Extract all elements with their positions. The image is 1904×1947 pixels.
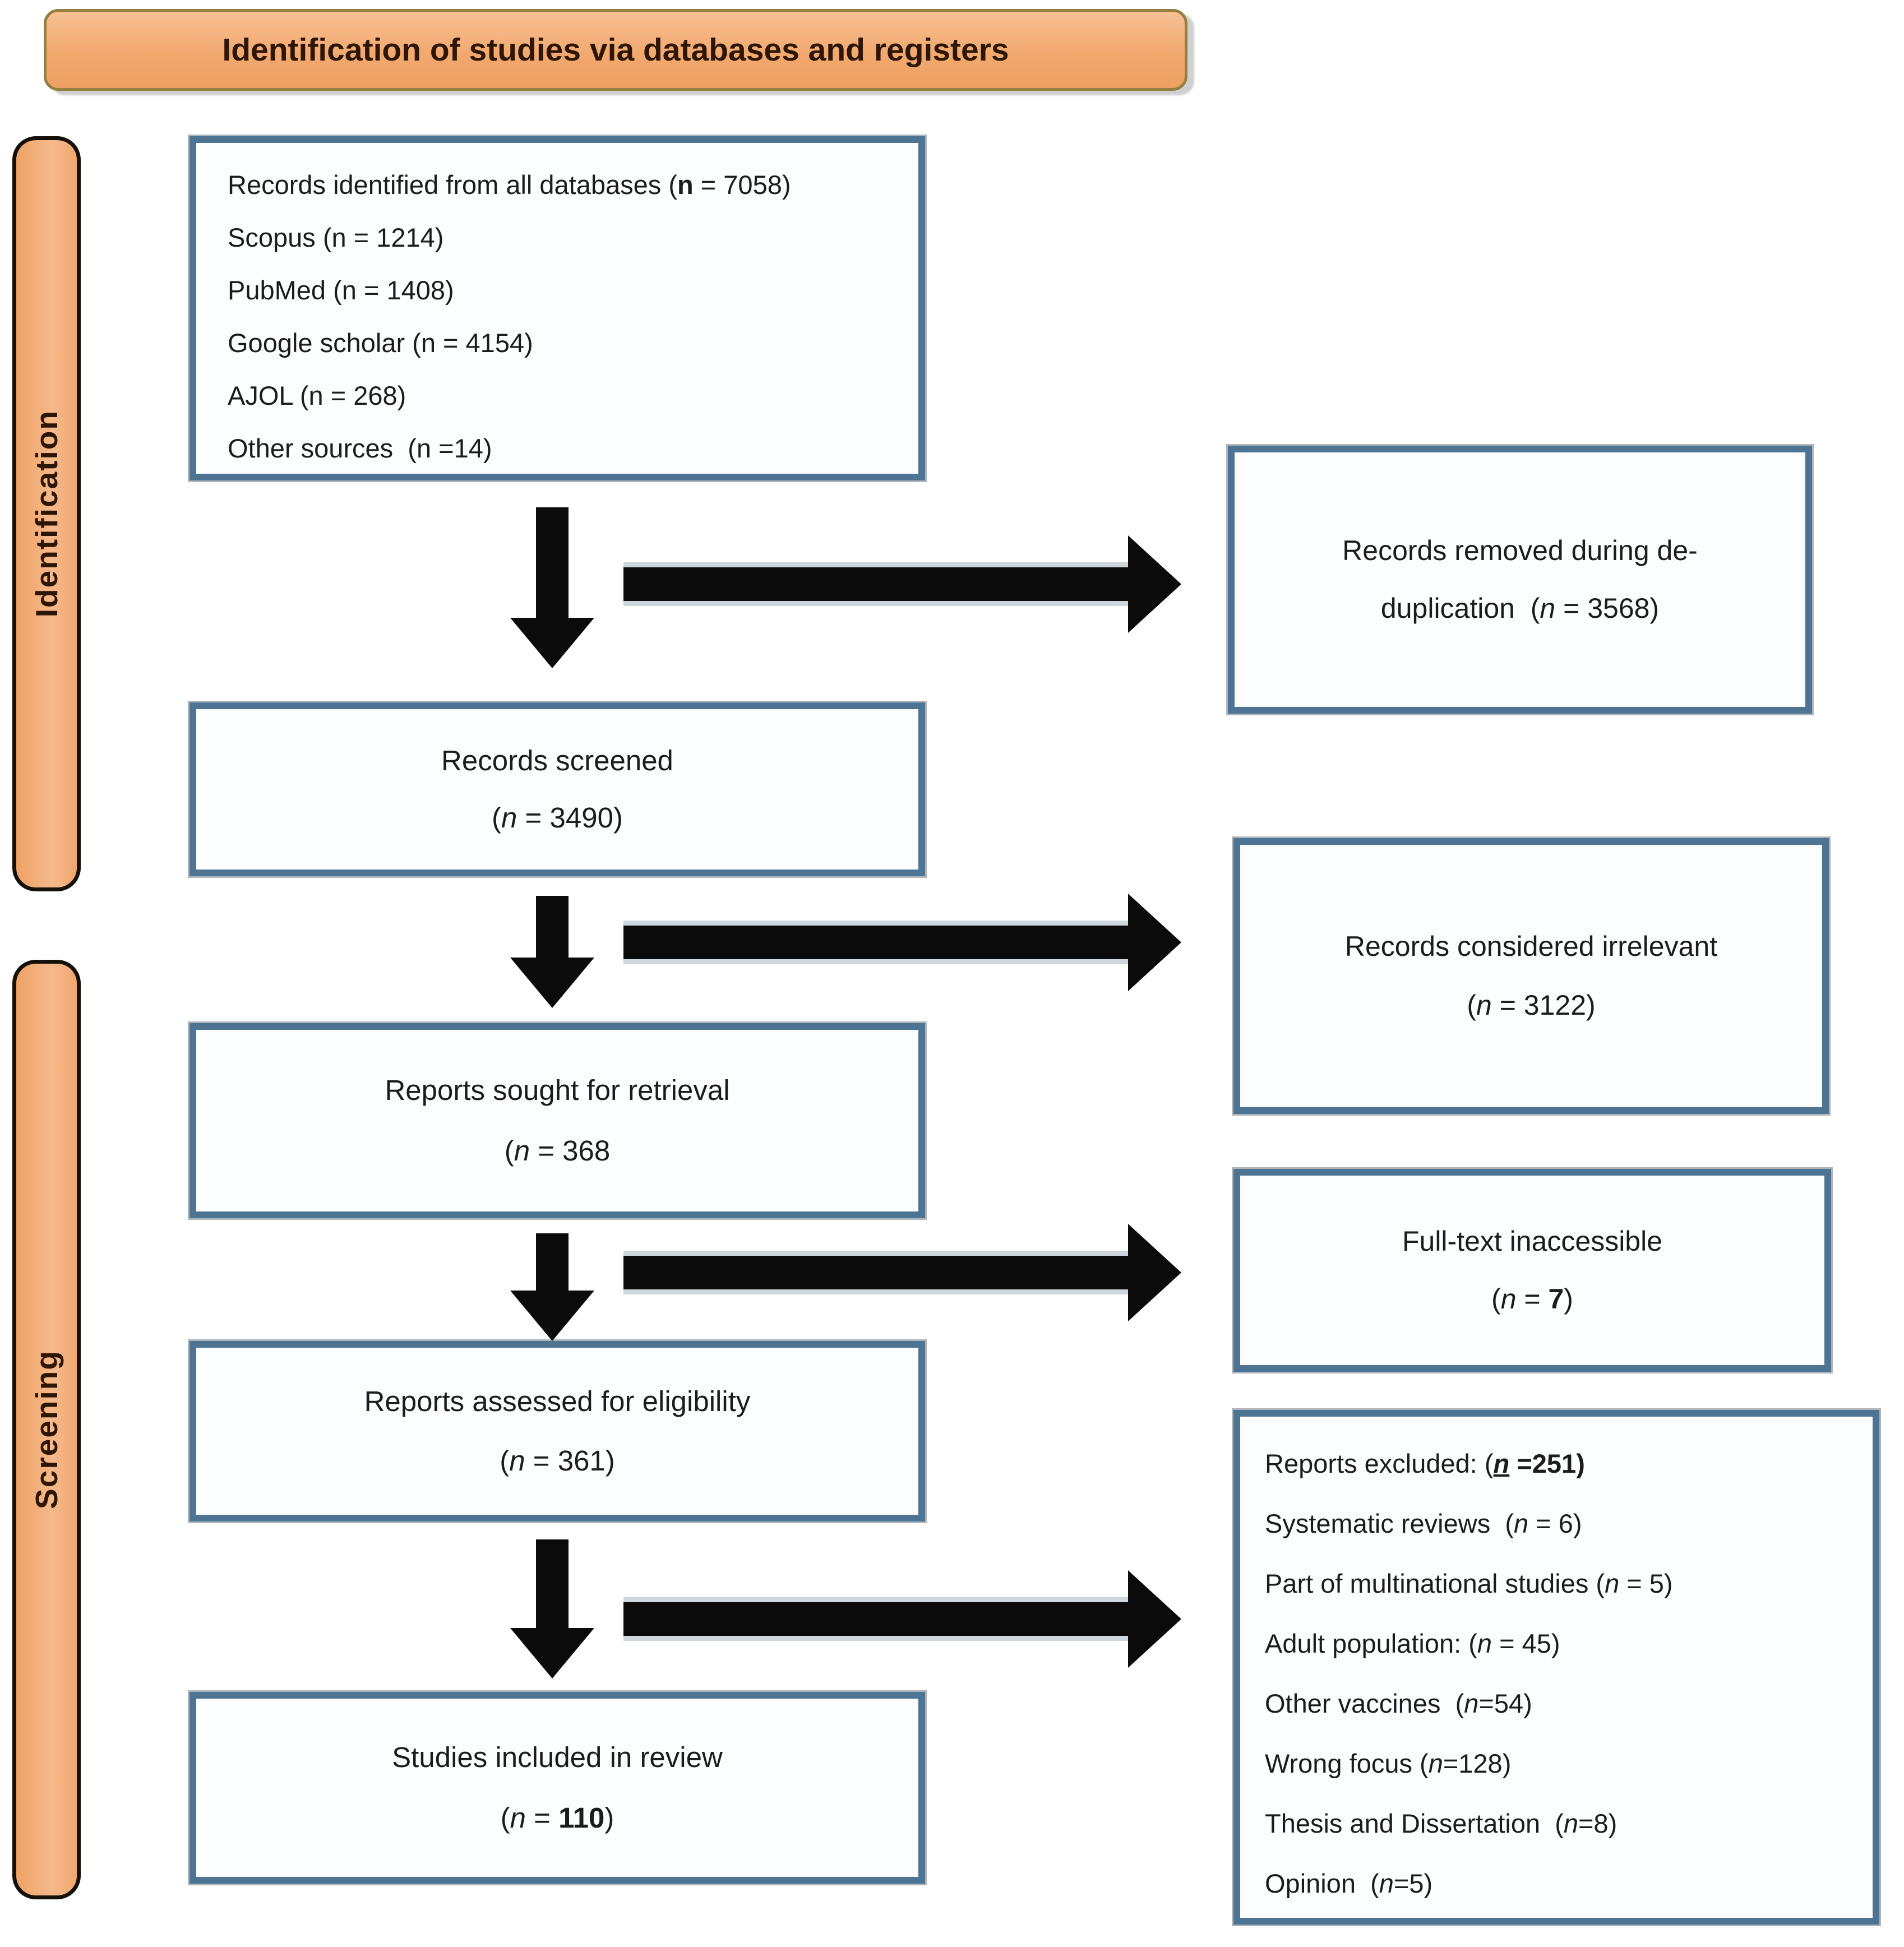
records-identified-line: Other sources (n =14): [228, 433, 492, 463]
arrow-head-right-icon: [1128, 1224, 1181, 1321]
identification-rail: Identification: [12, 136, 81, 891]
reports-sought-box: Reports sought for retrieval (n = 368: [190, 1023, 925, 1218]
records-identified-line: PubMed (n = 1408): [228, 275, 454, 305]
records-screened-box: Records screened (n = 3490): [190, 702, 925, 876]
down-arrow-identified-to-screened: [510, 507, 594, 668]
arrow-head-down-icon: [510, 1291, 594, 1341]
records-removed-line2: duplication (n = 3568): [1380, 593, 1660, 624]
records-screened-count: (n = 3490): [492, 802, 623, 834]
fulltext-inaccessible-count: (n = 7): [1491, 1283, 1573, 1315]
down-arrow-sought-to-assessed: [510, 1233, 594, 1341]
reports-excluded-line: Wrong focus (n=128): [1265, 1749, 1512, 1778]
reports-sought-title: Reports sought for retrieval: [385, 1074, 730, 1106]
down-arrow-assessed-to-included: [510, 1539, 594, 1678]
records-removed-box: Records removed during de- duplication (…: [1228, 446, 1812, 714]
reports-sought-count: (n = 368: [504, 1135, 611, 1167]
fulltext-inaccessible-title: Full-text inaccessible: [1402, 1225, 1663, 1257]
records-identified-line: Records identified from all databases (n…: [228, 170, 791, 200]
records-irrelevant-box: Records considered irrelevant (n = 3122): [1233, 838, 1829, 1114]
reports-excluded-line: Thesis and Dissertation (n=8): [1265, 1809, 1618, 1838]
reports-excluded-line: Opinion (n=5): [1265, 1869, 1433, 1898]
arrow-head-down-icon: [510, 1628, 594, 1678]
reports-excluded-box: Reports excluded: (n =251) Systematic re…: [1233, 1410, 1879, 1925]
reports-assessed-box: Reports assessed for eligibility (n = 36…: [190, 1341, 925, 1521]
arrow-shaft: [536, 896, 569, 958]
arrow-shaft: [623, 1602, 1128, 1636]
reports-excluded-line: Systematic reviews (n = 6): [1265, 1509, 1582, 1538]
records-identified-line: AJOL (n = 268): [228, 381, 406, 410]
arrow-shaft: [536, 1233, 569, 1291]
arrow-head-right-icon: [1128, 535, 1181, 633]
right-arrow-to-records-removed: [623, 535, 1181, 633]
records-identified-box: Records identified from all databases (n…: [190, 136, 925, 480]
reports-assessed-count: (n = 361): [500, 1445, 615, 1477]
records-identified-line: Google scholar (n = 4154): [228, 328, 533, 358]
arrow-shaft: [536, 507, 569, 618]
screening-rail: Screening: [12, 960, 81, 1899]
records-irrelevant-count: (n = 3122): [1467, 989, 1596, 1021]
arrow-head-right-icon: [1128, 894, 1181, 991]
right-arrow-to-records-irrelevant: [623, 894, 1181, 991]
reports-assessed-title: Reports assessed for eligibility: [364, 1385, 751, 1417]
identification-rail-label: Identification: [29, 410, 64, 618]
reports-excluded-line: Part of multinational studies (n = 5): [1265, 1569, 1673, 1598]
right-arrow-to-fulltext-inaccessible: [623, 1224, 1181, 1321]
arrow-head-down-icon: [510, 958, 594, 1008]
header-banner: Identification of studies via databases …: [44, 9, 1187, 91]
reports-excluded-line: Reports excluded: (n =251): [1265, 1449, 1585, 1478]
records-irrelevant-title: Records considered irrelevant: [1344, 931, 1718, 962]
right-arrow-to-reports-excluded: [623, 1570, 1181, 1668]
studies-included-box: Studies included in review (n = 110): [190, 1692, 925, 1884]
reports-excluded-line: Other vaccines (n=54): [1265, 1689, 1532, 1718]
arrow-head-down-icon: [510, 618, 594, 668]
header-title: Identification of studies via databases …: [222, 32, 1009, 68]
down-arrow-screened-to-sought: [510, 896, 594, 1008]
fulltext-inaccessible-box: Full-text inaccessible (n = 7): [1233, 1169, 1831, 1372]
arrow-shaft: [623, 926, 1128, 959]
records-screened-title: Records screened: [441, 744, 673, 776]
studies-included-title: Studies included in review: [392, 1741, 723, 1773]
records-removed-line1: Records removed during de-: [1342, 535, 1698, 566]
reports-excluded-line: Adult population: (n = 45): [1265, 1629, 1560, 1658]
arrow-shaft: [623, 1256, 1128, 1289]
arrow-shaft: [623, 567, 1128, 601]
arrow-head-right-icon: [1128, 1570, 1181, 1668]
studies-included-count: (n = 110): [500, 1802, 614, 1834]
arrow-shaft: [536, 1539, 569, 1628]
screening-rail-label: Screening: [29, 1350, 64, 1509]
records-identified-line: Scopus (n = 1214): [228, 223, 444, 252]
